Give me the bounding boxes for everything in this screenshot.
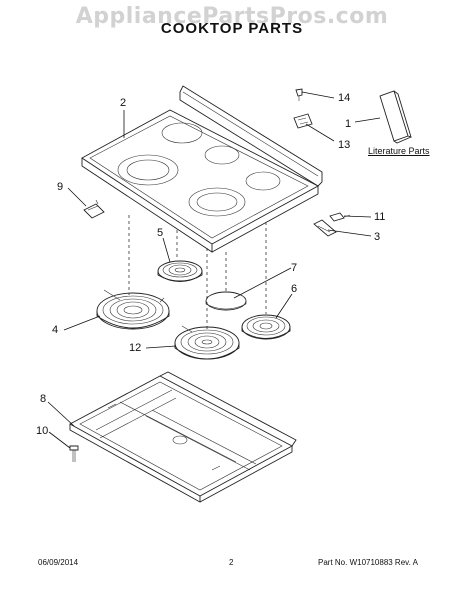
alignment-lines <box>128 215 267 332</box>
watermark: AppliancePartsPros.com <box>75 4 389 29</box>
callout-10: 10 <box>36 425 49 437</box>
literature-booklet-drawing <box>379 90 412 144</box>
small-element-drawing <box>157 260 203 282</box>
callout-11: 11 <box>374 211 386 223</box>
screw-drawing <box>69 445 79 462</box>
limiter-disk-drawing <box>205 291 247 311</box>
callout-13: 13 <box>338 139 351 151</box>
callout-1: 1 <box>345 118 352 130</box>
footer-page-number: 2 <box>229 558 234 567</box>
callout-9: 9 <box>57 181 64 193</box>
footer-part-number: Part No. W10710883 Rev. A <box>318 558 418 567</box>
center-element-drawing <box>174 325 240 360</box>
callout-2: 2 <box>120 97 127 109</box>
large-element-drawing <box>96 289 170 330</box>
callout-12: 12 <box>129 342 142 354</box>
leader-lines <box>47 91 381 449</box>
callout-8: 8 <box>40 393 47 405</box>
page-title: COOKTOP PARTS <box>160 20 304 37</box>
right-element-drawing <box>241 314 291 340</box>
callout-7: 7 <box>291 262 298 274</box>
footer-date: 06/09/2014 <box>38 558 79 567</box>
callout-5: 5 <box>157 227 164 239</box>
cooktop-glass-drawing <box>81 85 323 253</box>
support-tray-drawing <box>69 371 297 503</box>
clip-left-drawing <box>83 199 105 219</box>
literature-parts-label: Literature Parts <box>368 146 430 156</box>
callout-6: 6 <box>291 283 298 295</box>
callout-4: 4 <box>52 324 59 336</box>
switch-and-screw-drawing <box>313 212 351 237</box>
bracket-clip-drawing <box>293 88 313 129</box>
callout-14: 14 <box>338 92 351 104</box>
callout-3: 3 <box>374 231 381 243</box>
